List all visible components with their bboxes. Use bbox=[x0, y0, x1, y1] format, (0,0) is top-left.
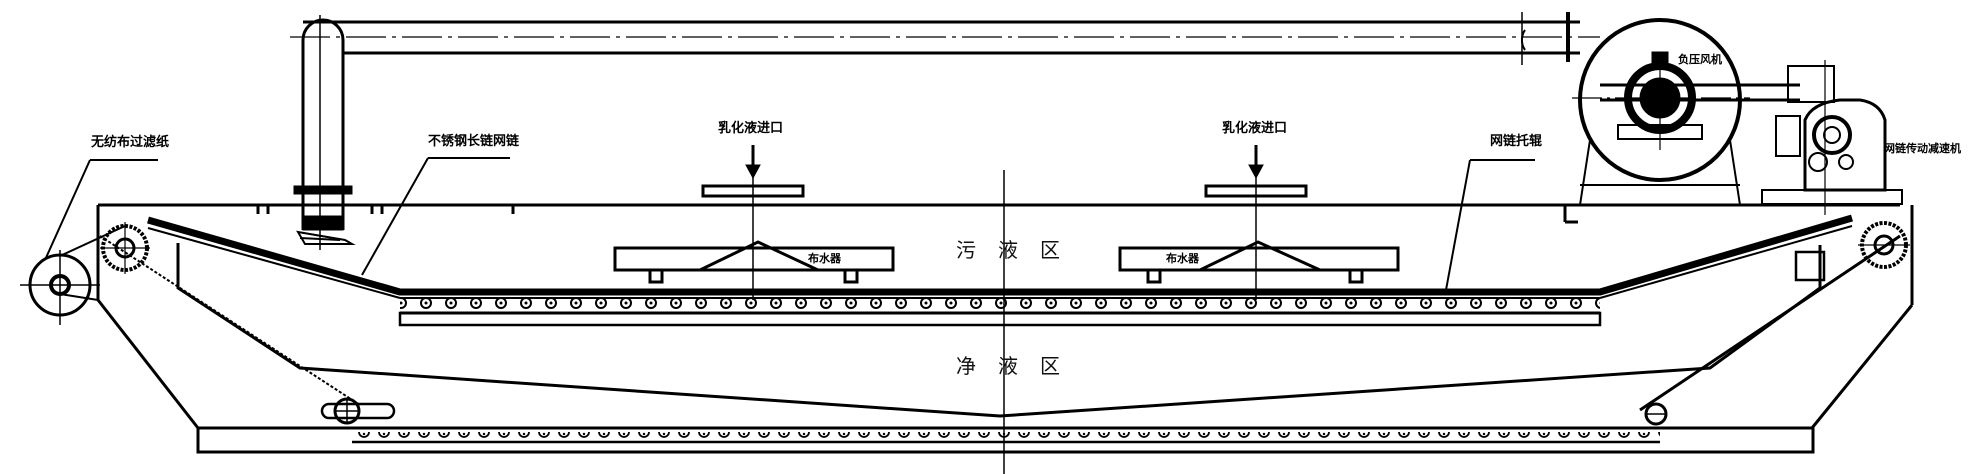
bottom-return-chain bbox=[352, 427, 1660, 444]
chain-belt bbox=[99, 214, 1901, 412]
tank-body bbox=[96, 203, 1914, 454]
distributor-right bbox=[1118, 240, 1400, 284]
label-fan: 负压风机 bbox=[1678, 53, 1722, 66]
return-pipe bbox=[290, 12, 1800, 250]
label-distributor-right: 布水器 bbox=[1166, 252, 1199, 265]
filter-paper-roll bbox=[20, 225, 126, 325]
zone-clean-liquid: 净液区 bbox=[956, 354, 1082, 378]
inlet-right-flange bbox=[1204, 145, 1308, 300]
top-rail-ticks bbox=[256, 205, 1578, 224]
left-sprocket bbox=[100, 222, 150, 274]
label-chain-drive: 网链传动减速机 bbox=[1884, 142, 1961, 155]
inlet-left-flange bbox=[701, 145, 805, 300]
right-side-box bbox=[1794, 250, 1826, 282]
label-chain-roller: 网链托辊 bbox=[1490, 134, 1543, 149]
right-tensioner bbox=[1644, 402, 1668, 426]
right-sprocket bbox=[1858, 221, 1910, 269]
label-stainless-chain: 不锈钢长链网链 bbox=[428, 134, 520, 149]
label-inlet-left: 乳化液进口 bbox=[718, 121, 784, 136]
zone-dirty-liquid: 污液区 bbox=[956, 238, 1082, 262]
left-tensioner bbox=[320, 397, 396, 425]
chain-drive-reducer bbox=[1761, 60, 1903, 215]
label-filter-paper: 无纺布过滤纸 bbox=[91, 135, 170, 150]
distributor-left bbox=[613, 240, 895, 284]
label-distributor-left: 布水器 bbox=[808, 252, 841, 265]
pipe-nozzle bbox=[296, 230, 356, 245]
label-inlet-right: 乳化液进口 bbox=[1222, 121, 1288, 136]
leader-lines bbox=[44, 157, 1535, 291]
fan-assembly bbox=[1572, 18, 1750, 206]
